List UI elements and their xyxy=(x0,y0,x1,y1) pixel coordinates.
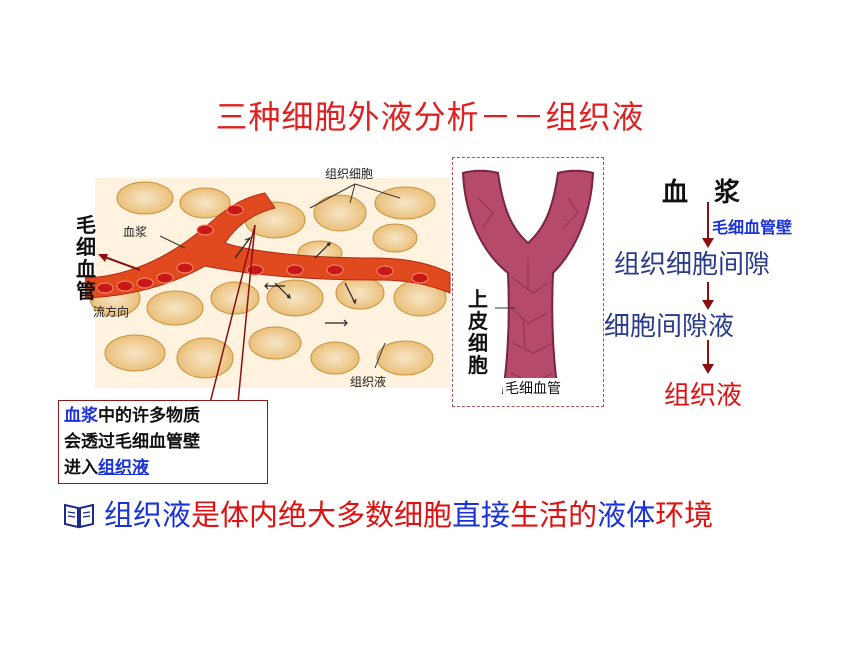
summary-text: 环境 xyxy=(655,498,714,532)
summary-statement: 组织液是体内绝大多数细胞直接生活的液体环境 xyxy=(62,492,713,534)
epithelial-char: 细 xyxy=(468,331,488,355)
epithelial-char: 上 xyxy=(468,287,488,311)
capillary-vessel xyxy=(85,192,451,299)
callout-pointer-lines xyxy=(209,225,256,404)
capillary-char: 管 xyxy=(76,279,96,303)
capillary-char: 毛 xyxy=(76,213,96,237)
book-icon xyxy=(64,503,94,529)
label-tissue-cell: 组织细胞 xyxy=(325,167,373,181)
label-capillary: 毛细血管 xyxy=(503,378,563,398)
callout-line-1: 血浆中的许多物质 xyxy=(64,403,262,429)
label-lines xyxy=(159,183,401,369)
flow-step-plasma: 血 浆 xyxy=(662,178,741,208)
capillary-char: 细 xyxy=(76,235,96,259)
callout-text: 进入 xyxy=(64,458,98,478)
summary-text: 是体内绝大多数细胞 xyxy=(191,498,453,532)
flow-arrows xyxy=(702,202,714,374)
summary-text: 生活 xyxy=(510,498,569,532)
flow-step-interstitial-space: 组织细胞间隙 xyxy=(614,250,771,280)
red-blood-cells xyxy=(96,204,429,294)
label-tissue-fluid: 组织液 xyxy=(350,374,386,389)
capillary-tissue-illustration: 组织细胞 血浆 流方向 组织液 xyxy=(85,167,451,389)
summary-term-liquid: 液体 xyxy=(597,498,656,532)
summary-term-direct: 直接 xyxy=(452,498,511,532)
label-flow-direction: 流方向 xyxy=(93,304,129,319)
callout-text: 中的许多物质 xyxy=(98,406,200,426)
callout-line-2: 会透过毛细血管壁 xyxy=(64,432,200,452)
capillary-diagram-frame xyxy=(452,157,604,407)
explanation-callout: 血浆中的许多物质 会透过毛细血管壁 进入组织液 xyxy=(58,400,268,484)
epithelial-char: 胞 xyxy=(468,353,488,377)
callout-tissue-fluid-term: 组织液 xyxy=(98,458,149,478)
page-title: 三种细胞外液分析－－组织液 xyxy=(215,98,645,136)
epithelial-char: 皮 xyxy=(468,309,488,333)
flow-arrow-label: 毛细血管壁 xyxy=(712,218,793,237)
callout-plasma-term: 血浆 xyxy=(64,406,98,426)
label-plasma: 血浆 xyxy=(123,224,147,239)
epithelial-cell-vertical-label: 上 皮 细 胞 xyxy=(466,288,490,376)
flow-step-tissue-fluid: 组织液 xyxy=(664,381,743,411)
capillary-pointer-arrow xyxy=(98,254,141,271)
summary-term-tissue-fluid: 组织液 xyxy=(104,498,192,532)
diffusion-arrows xyxy=(234,236,357,327)
capillary-char: 血 xyxy=(76,257,96,281)
summary-text: 的 xyxy=(568,498,598,532)
capillary-vertical-label: 毛 细 血 管 xyxy=(74,214,98,302)
callout-line-3: 进入组织液 xyxy=(64,455,262,481)
flow-step-interstitial-fluid: 细胞间隙液 xyxy=(604,312,735,342)
